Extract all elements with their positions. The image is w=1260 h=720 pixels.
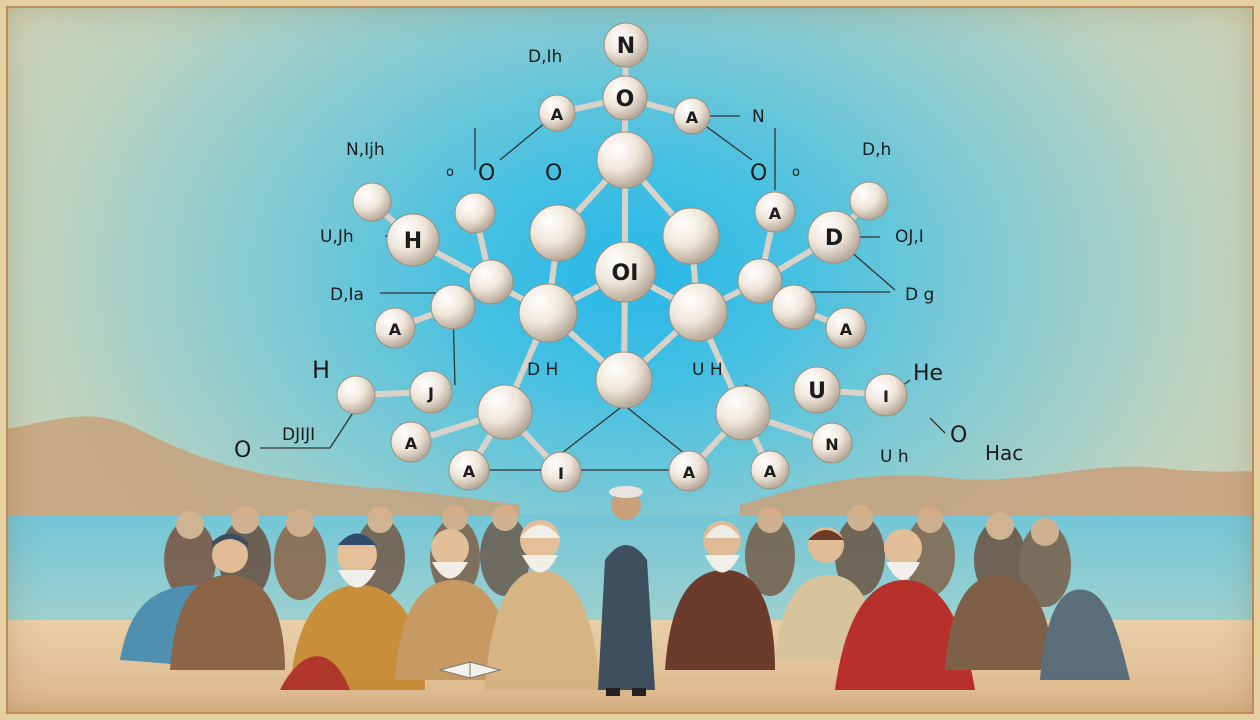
atom-right-branch [737,258,783,304]
crowd [120,486,1130,696]
atom-top [603,22,649,68]
annotation-o-low-left: O [234,438,251,463]
atom-label-left-j: J [427,384,434,403]
atom-labels: N O A A OI H A A D A J A A I A A U I N [389,34,889,483]
annotation-h-left: H [312,356,330,384]
atom-right-outer [849,181,889,221]
atom-left-a-low [390,421,432,463]
atom-label-top: N [617,34,635,59]
atom-left-top [454,192,496,234]
atom-upper [602,75,648,121]
atom-right-lower [771,284,817,330]
atom-right-a-bottom [668,450,710,492]
atom-mid-right [668,282,728,342]
atom-left-lower [430,284,476,330]
atom-lower-right [715,385,771,441]
atom-label-right-a-bottom: A [683,463,696,482]
atom-center [594,241,656,303]
atom-upper-left [538,94,576,132]
annotation-dh-top: D,Ih [528,47,562,67]
annotation-nu: N,Ijh [346,140,385,160]
annotation-he-right: He [913,361,943,386]
atom-label-right-a-mid: A [840,320,853,339]
atom-right-i [864,373,908,417]
standing-figure [598,486,655,696]
annotation-o-low-right: O [950,423,967,448]
atom-left-h [386,213,440,267]
atom-label-upper: O [616,87,635,112]
annotation-u-low-right: U h [880,447,909,467]
annotation-dh-right: D,h [862,140,891,160]
atom-right-a-mid [825,307,867,349]
atom-right-a-top [754,191,796,233]
atom-left-outer [352,182,392,222]
atom-label-left-h: H [404,229,422,254]
atom-left-i-bottom [540,451,582,493]
annotation-dia: D,Ia [330,285,364,305]
annotations: D,Ih N N,Ijh O O O o o D,h U,Jh OJ,I D,I… [234,47,1023,467]
atom-right-d [807,210,861,264]
molecule-atoms [336,22,908,493]
atom-label-right-d: D [825,226,843,251]
book [438,661,502,679]
atom-label-left-a: A [389,320,402,339]
atom-label-right-i: I [883,387,889,406]
atom-lower-left [477,384,533,440]
front-row [120,486,1130,696]
atom-label-right-u: U [808,379,826,404]
annotation-dj-left: DJIJI [282,425,315,445]
annotation-oj-right: OJ,I [895,227,924,247]
atom-label-upper-left: A [551,105,564,124]
atom-mid-left [518,283,578,343]
atom-left-j [409,370,453,414]
annotation-uj-left: U,Jh [320,227,354,247]
atom-label-right-a-top: A [769,204,782,223]
atom-core-top [596,131,654,189]
atom-label-center: OI [612,261,639,286]
annotation-uh-mid: U H [692,360,723,380]
atom-core-left [529,204,587,262]
atom-label-left-a-bottom: A [463,462,476,481]
atom-left-a [374,307,416,349]
atom-core-bottom [595,351,653,409]
atom-left-a-bottom [448,449,490,491]
atom-label-right-a-low: A [764,462,777,481]
atom-label-left-a-low: A [405,434,418,453]
annotation-o-right: O [750,161,767,186]
atom-left-h-pair [336,375,376,415]
annotation-o-left2: O [545,161,562,186]
mountains-right [740,466,1260,520]
atom-left-branch [468,259,514,305]
annotation-o-left: O [478,161,495,186]
annotation-o-small-right: o [792,165,800,180]
atom-upper-right [673,97,711,135]
annotation-hac: Hac [985,441,1023,465]
atom-label-upper-right: A [686,108,699,127]
atom-core-right [662,207,720,265]
atom-label-left-i-bottom: I [558,464,564,483]
mountains-left [0,416,520,520]
annotation-o-small-left: o [446,165,454,180]
atom-right-u [793,366,841,414]
annotation-n-right: N [752,107,765,127]
annotation-dh-mid: D H [527,360,558,380]
annotation-dg: D g [905,285,934,305]
atom-label-right-n-low: N [825,435,838,454]
atom-right-a-low [750,450,790,490]
atom-right-n-low [811,422,853,464]
